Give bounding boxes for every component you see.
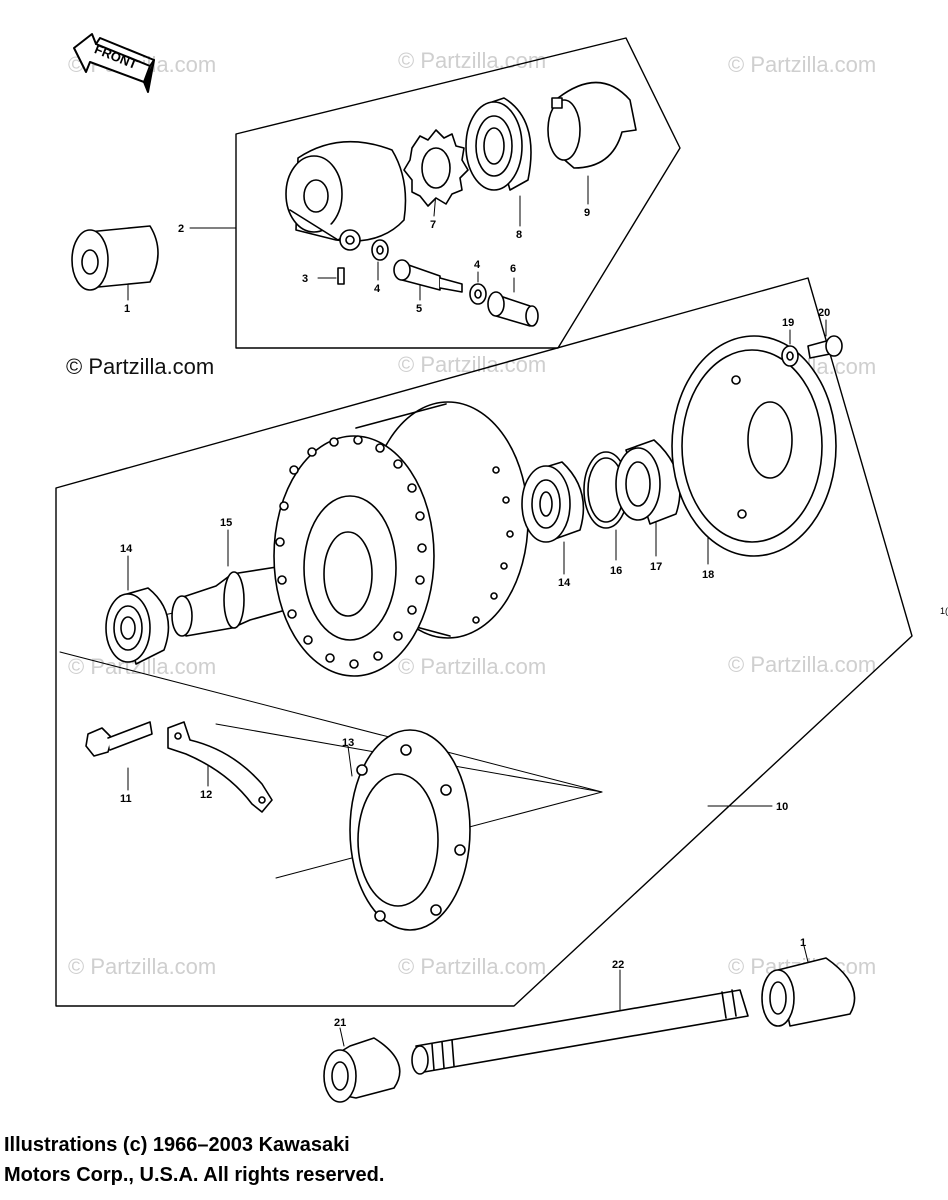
callout-9: 9 <box>584 207 590 219</box>
part-14-bearing-right <box>521 461 585 543</box>
part-13-flange <box>349 729 471 931</box>
edge-mark: 1( <box>940 606 948 616</box>
callout-18: 18 <box>702 569 714 581</box>
callout-1: 1 <box>124 303 130 315</box>
group-outline-upper <box>235 37 681 349</box>
watermark: © Partzilla.com <box>398 954 547 979</box>
part-10-hub <box>273 401 529 677</box>
watermark: © Partzilla.com <box>398 352 547 377</box>
front-arrow-icon <box>73 33 155 93</box>
part-4-washer <box>371 239 487 305</box>
callout-13: 13 <box>342 737 354 749</box>
part-5-pinion <box>393 259 463 293</box>
part-8-bearing <box>465 97 532 191</box>
part-14-bearing-left <box>105 587 170 665</box>
part-12-plate <box>167 721 273 813</box>
callout-16: 16 <box>610 565 622 577</box>
watermark: © Partzilla.com <box>398 654 547 679</box>
watermark: © Partzilla.com <box>68 954 217 979</box>
callout-14: 14 <box>558 577 571 589</box>
part-9-retainer <box>547 81 637 169</box>
part-7-gear <box>403 129 469 207</box>
part-3-pin <box>337 267 345 285</box>
part-21-spacer <box>323 1037 401 1103</box>
credit-line-2: Motors Corp., U.S.A. All rights reserved… <box>4 1164 385 1186</box>
part-17-seal <box>615 439 681 525</box>
hub-bolt-holes <box>275 435 514 669</box>
part-2-gear-housing <box>285 140 407 251</box>
callout-11: 11 <box>120 793 132 805</box>
watermark: © Partzilla.com <box>728 652 877 677</box>
watermark: © Partzilla.com <box>398 48 547 73</box>
part-22-axle <box>411 989 749 1075</box>
group-outline-hub <box>55 277 913 1007</box>
callout-6: 6 <box>510 263 516 275</box>
callout-3: 3 <box>302 273 308 285</box>
callout-4: 4 <box>374 283 381 295</box>
callout-2: 2 <box>178 223 184 235</box>
part-18-cover <box>671 335 837 557</box>
callout-14: 14 <box>120 543 133 555</box>
callout-19: 19 <box>782 317 794 329</box>
callout-5: 5 <box>416 303 422 315</box>
watermark: © Partzilla.com <box>728 52 877 77</box>
callout-20: 20 <box>818 307 830 319</box>
callout-8: 8 <box>516 229 522 241</box>
callout-21: 21 <box>334 1017 346 1029</box>
part-1-collar <box>71 225 159 291</box>
part-6-bushing <box>487 291 539 327</box>
callout-22: 22 <box>612 959 624 971</box>
credit-line-1: Illustrations (c) 1966–2003 Kawasaki <box>4 1134 350 1156</box>
part-19-washer <box>781 345 799 367</box>
part-11-bolt <box>85 721 153 757</box>
callout-12: 12 <box>200 789 212 801</box>
callout-15: 15 <box>220 517 232 529</box>
callout-7: 7 <box>430 219 436 231</box>
callout-10: 10 <box>776 801 788 813</box>
watermark-prominent: © Partzilla.com <box>66 354 215 379</box>
part-20-screw <box>807 335 843 359</box>
callout-17: 17 <box>650 561 662 573</box>
part-1-collar-lower <box>761 957 856 1027</box>
callout-1: 1 <box>800 937 806 949</box>
callout-4: 4 <box>474 259 481 271</box>
